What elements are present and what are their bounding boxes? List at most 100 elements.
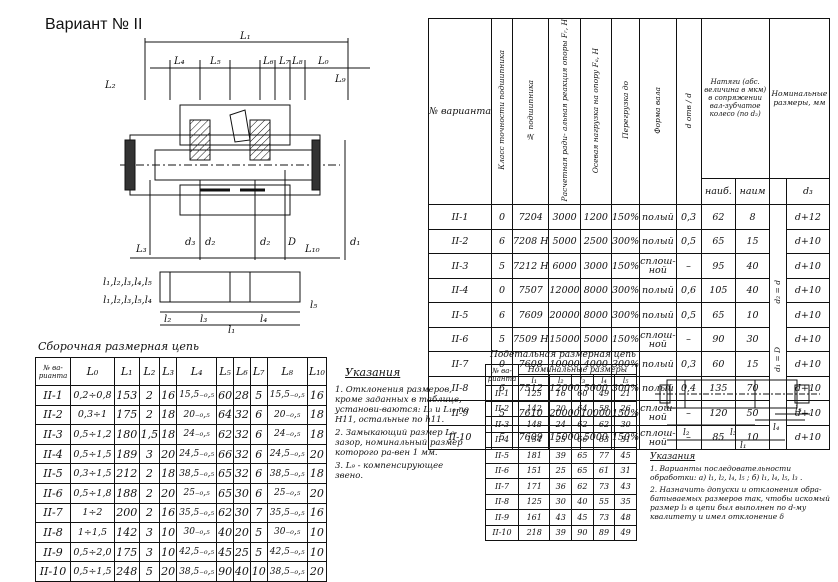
main-cell: 3000 (579, 253, 612, 279)
main-cell: 150% (610, 253, 641, 279)
asm-cell: 18 (306, 424, 328, 445)
asm-hdr: L₆ (233, 357, 251, 386)
main-cell: II-5 (428, 302, 492, 328)
main-cell: d+10 (785, 302, 831, 328)
det-cell: 63 (592, 431, 616, 448)
asm-cell: 10 (306, 541, 328, 563)
dim-L0: L₀ (317, 56, 329, 67)
det-cell: II-7 (485, 478, 519, 495)
det-cell: 40 (571, 493, 594, 510)
main-cell: II-2 (428, 228, 492, 255)
shaft-drawing: l₂ l₃ l₄ l₅ l₁ (655, 379, 820, 450)
main-cell: 7204 (511, 204, 550, 230)
shaft-l3: l₃ (730, 428, 737, 438)
asm-cell: 3 (138, 443, 161, 465)
asm-cell: II-4 (35, 443, 71, 465)
main-cell: 65 (700, 228, 737, 255)
det-cell: 39 (549, 447, 573, 464)
main-cell: II-7 (428, 351, 492, 377)
main-cell: полый (639, 302, 677, 328)
asm-cell: 62 (216, 424, 235, 445)
main-cell: d+10 (785, 228, 831, 255)
asm-cell: 2 (138, 385, 161, 406)
det-cell: 90 (571, 524, 594, 541)
dim-L9: L₉ (334, 74, 346, 85)
asm-cell: 20 (233, 522, 251, 543)
asm-hdr: № ва-рианта (35, 357, 71, 386)
asm-cell: 1÷2 (70, 502, 115, 524)
asm-hdr: L₁ (113, 357, 140, 386)
asm-cell: 32 (233, 404, 251, 426)
notes2-list: 1. Варианты последовательности обработки… (650, 464, 830, 524)
dim-d2b: d₂ (260, 237, 270, 248)
asm-cell: 20 (306, 561, 328, 582)
main-cell: 62 (700, 204, 737, 230)
det-cell: II-8 (485, 493, 519, 510)
main-cell: 0 (491, 204, 513, 230)
det-cell: 26 (614, 400, 637, 417)
hdr-shaft: Форма вала (652, 86, 662, 134)
main-d1eq: d₁ = D (772, 346, 782, 372)
hdr-ratio: d отв / d (683, 92, 693, 128)
asm-cell: 212 (113, 463, 140, 484)
det-cell: 218 (517, 524, 551, 541)
asm-cell: II-5 (35, 463, 71, 484)
asm-cell: 16 (306, 385, 328, 406)
det-cell: II-10 (485, 524, 519, 541)
main-cell: 85 (700, 424, 737, 451)
asm-cell: 30 (233, 502, 251, 524)
det-cell: 49 (592, 385, 616, 402)
dim-d2: d₂ (205, 237, 215, 248)
main-cell: 0,5 (675, 228, 702, 255)
asm-hdr: L₀ (70, 357, 115, 386)
main-cell: 15000 (548, 326, 581, 353)
asm-cell: 0,5÷1,8 (70, 482, 115, 504)
main-cell: – (675, 400, 702, 426)
main-cell: 8 (735, 204, 770, 230)
det-cell: II-4 (485, 431, 519, 448)
asm-cell: 175 (113, 404, 140, 426)
asm-cell: 1,5 (138, 424, 161, 445)
det-cell: II-1 (485, 385, 519, 402)
main-cell: 7609 (511, 302, 550, 328)
main-cell: 8000 (579, 277, 612, 304)
notes2-title: Указания (650, 452, 696, 462)
asm-cell: 20₋₀,₅ (266, 404, 308, 426)
det-cell: II-3 (485, 416, 519, 433)
main-cell: 5 (491, 253, 513, 279)
main-cell: 90 (700, 326, 737, 353)
asm-cell: 32 (233, 443, 251, 465)
main-cell: 105 (700, 277, 737, 304)
det-cell: 61 (592, 462, 616, 479)
det-cell: 65 (571, 462, 594, 479)
det-cell: 30 (614, 416, 637, 433)
asm-cell: 7 (249, 502, 268, 524)
asm-cell: 35,5₋₀,₅ (266, 502, 308, 524)
asm-hdr: L₇ (249, 357, 268, 386)
notes1-title: Указания (345, 366, 401, 379)
hdr-radial: Расчетная ради- альная реакция опоры Fᵣ,… (559, 19, 569, 202)
asm-cell: 6 (249, 424, 268, 445)
det-cell: 142 (517, 400, 551, 417)
main-cell: d+12 (785, 204, 831, 230)
asm-cell: 0,3÷1,5 (70, 463, 115, 484)
det-cell: 58 (592, 400, 616, 417)
main-cell: полый (639, 204, 677, 230)
asm-cell: 20 (306, 443, 328, 465)
det-hdr-group: Номинальные размеры (518, 364, 637, 375)
main-cell: 0,3 (675, 351, 702, 377)
main-cell: 150% (610, 204, 641, 230)
det-cell: 151 (517, 462, 551, 479)
main-cell: 5 (491, 326, 513, 353)
det-hdr-l4: l₄ (592, 374, 616, 386)
main-cell: 60 (700, 351, 737, 377)
asm-cell: 38,5₋₀,₅ (176, 561, 218, 582)
asm-cell: 38,5₋₀,₅ (266, 463, 308, 484)
main-cell: 65 (700, 302, 737, 328)
main-cell: 150% (610, 326, 641, 353)
